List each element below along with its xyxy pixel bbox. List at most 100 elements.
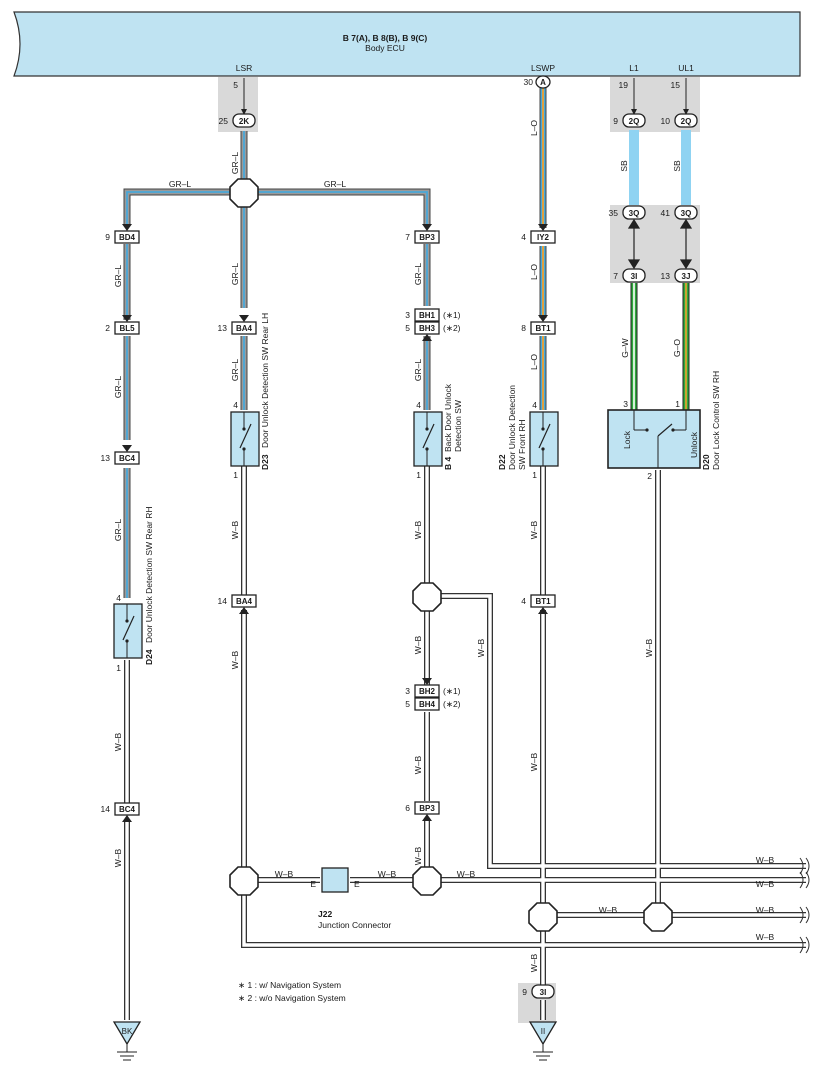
svg-text:4: 4 — [521, 232, 526, 242]
svg-text:Door Unlock Detection SW Rear: Door Unlock Detection SW Rear RH — [144, 506, 154, 643]
svg-text:4: 4 — [233, 400, 238, 410]
svg-text:BC4: BC4 — [119, 805, 136, 814]
pin-3q-a: 35 — [609, 208, 619, 218]
pin-l1: 19 — [619, 80, 629, 90]
conn-2k: 2K — [239, 117, 249, 126]
svg-text:BH4: BH4 — [419, 700, 436, 709]
switch-d20 — [607, 409, 701, 469]
switch-b4 — [413, 411, 443, 467]
svg-text:(∗1): (∗1) — [443, 686, 461, 696]
switch-pins: 4 1 4 1 4 1 4 1 3 1 2 — [116, 399, 680, 673]
terminal-lsr: LSR — [236, 63, 253, 73]
pin-2q-b: 10 — [661, 116, 671, 126]
body-ecu-block — [13, 11, 801, 77]
svg-text:W–B: W–B — [275, 869, 294, 879]
conn-3i-ground: 3I — [540, 988, 547, 997]
svg-text:G–W: G–W — [620, 338, 630, 357]
wire-breaks — [799, 857, 810, 954]
svg-text:Door Lock Control SW RH: Door Lock Control SW RH — [711, 371, 721, 470]
switch-d24 — [113, 603, 143, 659]
svg-text:D23: D23 — [260, 454, 270, 470]
svg-text:4: 4 — [532, 400, 537, 410]
svg-text:4: 4 — [116, 593, 121, 603]
svg-text:Door Unlock Detection: Door Unlock Detection — [507, 385, 517, 470]
svg-text:3: 3 — [405, 310, 410, 320]
svg-text:1: 1 — [675, 399, 680, 409]
note-1: ∗ 1 : w/ Navigation System — [238, 980, 341, 990]
svg-text:W–B: W–B — [457, 869, 476, 879]
svg-text:W–B: W–B — [413, 635, 423, 654]
pin-ul1: 15 — [671, 80, 681, 90]
ground-bk-label: BK — [122, 1027, 133, 1036]
svg-text:L–O: L–O — [529, 264, 539, 280]
j22-name: Junction Connector — [318, 920, 391, 930]
svg-text:GR–L: GR–L — [113, 376, 123, 398]
svg-text:GR–L: GR–L — [324, 179, 346, 189]
svg-text:14: 14 — [101, 804, 111, 814]
svg-text:L–O: L–O — [529, 120, 539, 136]
conn-2q-a: 2Q — [629, 117, 640, 126]
conn-3j: 3J — [682, 272, 691, 281]
svg-text:GR–L: GR–L — [413, 263, 423, 285]
switch-d22 — [529, 411, 559, 467]
svg-text:Back Door Unlock: Back Door Unlock — [443, 383, 453, 452]
pin-lsr: 5 — [233, 80, 238, 90]
svg-text:GR–L: GR–L — [230, 152, 240, 174]
green-wires — [630, 283, 690, 410]
pin-3j: 13 — [661, 271, 671, 281]
junction-points — [229, 178, 673, 932]
d20-unlock-label: Unlock — [689, 431, 699, 458]
svg-text:7: 7 — [405, 232, 410, 242]
pin-lswp: 30 — [524, 77, 534, 87]
svg-text:(∗1): (∗1) — [443, 310, 461, 320]
square-connector-labels: BD4 9 BL5 2 BC4 13 BC4 14 BA4 13 BA4 14 … — [101, 232, 552, 814]
svg-text:Door Unlock Detection SW Rear: Door Unlock Detection SW Rear LH — [260, 313, 270, 448]
sb-wires — [629, 130, 691, 205]
svg-text:4: 4 — [521, 596, 526, 606]
connector-chevrons — [122, 224, 548, 822]
svg-text:BH1: BH1 — [419, 311, 436, 320]
svg-text:W–B: W–B — [113, 732, 123, 751]
pin-2k: 25 — [219, 116, 229, 126]
svg-text:BH3: BH3 — [419, 324, 436, 333]
junction-connector-j22 — [321, 867, 349, 893]
svg-text:BT1: BT1 — [535, 597, 551, 606]
svg-text:W–B: W–B — [413, 846, 423, 865]
switch-d23 — [230, 411, 260, 467]
pin-3i: 7 — [613, 271, 618, 281]
svg-text:6: 6 — [405, 803, 410, 813]
svg-text:W–B: W–B — [599, 905, 618, 915]
svg-text:BT1: BT1 — [535, 324, 551, 333]
svg-text:4: 4 — [416, 400, 421, 410]
svg-text:GR–L: GR–L — [413, 359, 423, 381]
svg-text:BA4: BA4 — [236, 324, 253, 333]
connector-a-label: A — [540, 78, 546, 87]
note-2: ∗ 2 : w/o Navigation System — [238, 993, 346, 1003]
svg-text:1: 1 — [233, 470, 238, 480]
terminal-l1: L1 — [629, 63, 639, 73]
conn-3q-a: 3Q — [629, 209, 640, 218]
svg-text:SB: SB — [619, 160, 629, 172]
pin-3i-ground: 9 — [522, 987, 527, 997]
svg-text:(∗2): (∗2) — [443, 323, 461, 333]
svg-text:1: 1 — [532, 470, 537, 480]
ecu-pin-arrows — [241, 78, 689, 115]
svg-text:W–B: W–B — [756, 932, 775, 942]
svg-text:3: 3 — [623, 399, 628, 409]
svg-text:W–B: W–B — [476, 638, 486, 657]
svg-text:13: 13 — [218, 323, 228, 333]
svg-text:W–B: W–B — [413, 520, 423, 539]
ecu-title: B 7(A), B 8(B), B 9(C) — [343, 33, 428, 43]
switch-names: D24 Door Unlock Detection SW Rear RH D23… — [144, 313, 721, 665]
wire-labels: GR–L GR–L GR–L GR–L GR–L GR–L GR–L GR–L … — [113, 120, 775, 973]
svg-text:D24: D24 — [144, 649, 154, 665]
square-connectors — [114, 230, 556, 816]
ground-ii — [528, 1021, 558, 1061]
svg-text:W–B: W–B — [756, 879, 775, 889]
svg-text:W–B: W–B — [378, 869, 397, 879]
svg-text:BP3: BP3 — [419, 233, 435, 242]
j22-code: J22 — [318, 909, 332, 919]
svg-text:B 4: B 4 — [443, 457, 453, 471]
svg-text:W–B: W–B — [529, 953, 539, 972]
